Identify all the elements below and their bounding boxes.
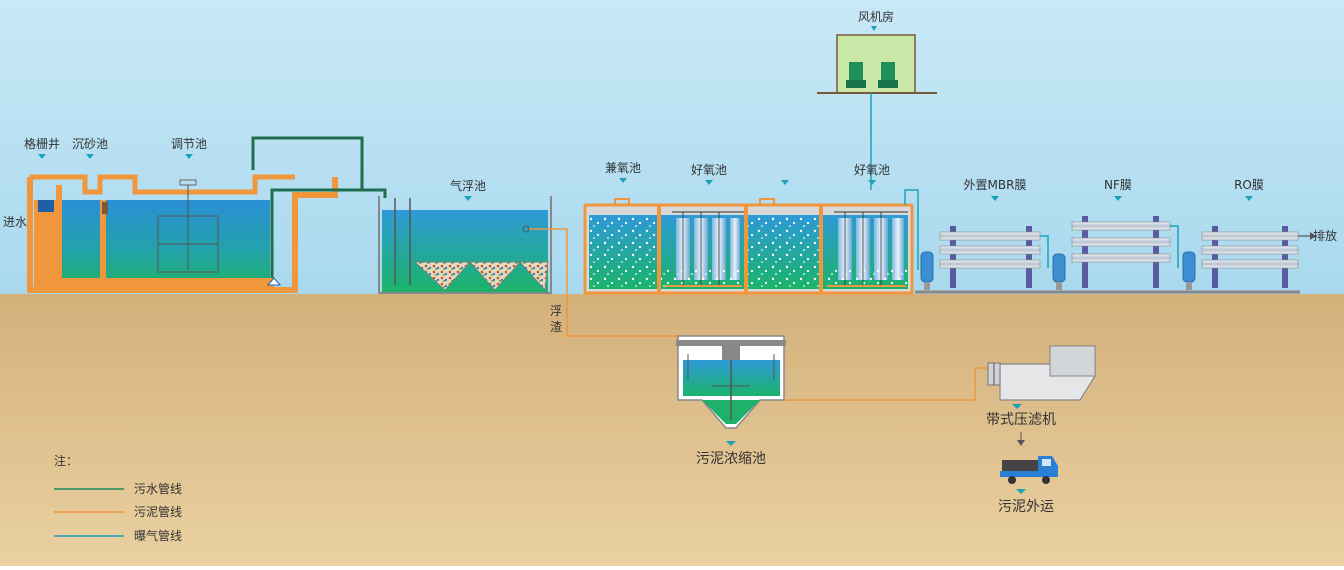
marker-icon [991, 196, 999, 201]
belt-filter-press [987, 345, 1096, 401]
marker-icon [726, 441, 736, 446]
marker-icon [38, 154, 46, 159]
marker-icon [185, 154, 193, 159]
pump-icon [266, 277, 282, 286]
sludge-pipe [784, 367, 988, 401]
sewage-pipe [270, 188, 387, 278]
mbr-skid [920, 226, 1066, 290]
grit-chamber-label: 沉砂池 [72, 137, 108, 151]
sludge-thickener [676, 335, 786, 429]
ground-background [0, 294, 1344, 566]
truck-icon [1000, 456, 1058, 484]
legend-title: 注： [54, 453, 78, 468]
marker-icon [1245, 196, 1253, 201]
scum-label-2: 渣 [550, 320, 562, 334]
anoxic-tank-label: 兼氧池 [605, 161, 641, 175]
fan-room [817, 34, 937, 190]
legend-item-sludge: 污泥管线 [134, 504, 182, 519]
marker-icon [868, 180, 876, 185]
ro-label: RO膜 [1234, 178, 1264, 192]
pretreatment-tanks [27, 174, 338, 293]
air-flotation-label: 气浮池 [450, 178, 486, 193]
marker-icon [781, 180, 789, 185]
marker-icon [86, 154, 94, 159]
ro-skid [1201, 226, 1316, 288]
aerobic-tank-1-label: 好氧池 [691, 163, 727, 177]
air-flotation-tank [378, 196, 552, 294]
discharge-label: 排放 [1313, 228, 1337, 243]
sludge-thickener-label: 污泥浓缩池 [696, 451, 766, 467]
marker-icon [705, 180, 713, 185]
sludge-pipe [529, 228, 678, 337]
sludge-transport-label: 污泥外运 [998, 499, 1054, 515]
screen-well-label: 格栅井 [24, 136, 60, 151]
arrow-right-icon [1310, 232, 1316, 240]
regulating-tank-label: 调节池 [171, 137, 207, 151]
scum-label-1: 浮 [550, 304, 562, 318]
belt-press-label: 带式压滤机 [986, 412, 1056, 428]
aeration-pipe [904, 189, 919, 270]
marker-icon [1114, 196, 1122, 201]
legend-item-aeration: 曝气管线 [134, 528, 182, 543]
marker-icon [464, 196, 472, 201]
marker-icon [1012, 404, 1022, 409]
marker-icon [871, 26, 877, 31]
marker-icon [1016, 489, 1026, 494]
arrow-down-icon [1017, 440, 1025, 446]
nf-label: NF膜 [1104, 178, 1132, 192]
aerobic-tank-2-label: 好氧池 [854, 163, 890, 177]
mbr-label: 外置MBR膜 [964, 178, 1027, 192]
biological-tanks [583, 198, 914, 295]
nf-skid [1071, 216, 1196, 290]
marker-icon [619, 178, 627, 183]
legend-item-sewage: 污水管线 [134, 481, 182, 496]
sewage-pipe [251, 136, 364, 190]
legend: 注： 污水管线 污泥管线 曝气管线 [54, 453, 182, 543]
fan-room-label: 风机房 [858, 9, 894, 24]
inlet-label: 进水 [3, 215, 27, 229]
